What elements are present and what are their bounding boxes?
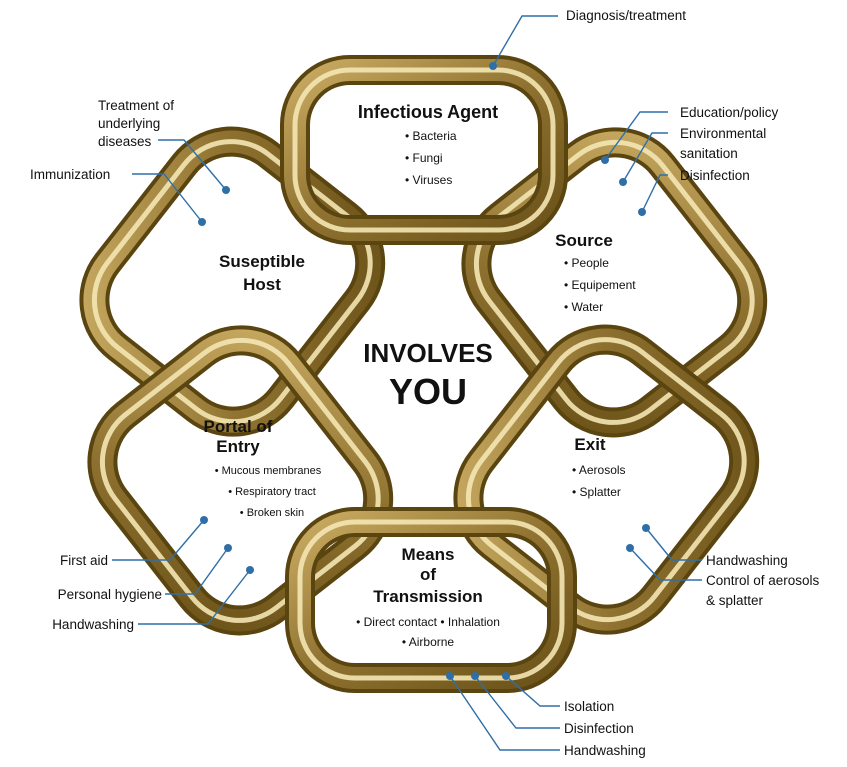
- means-title-line: of: [420, 565, 436, 584]
- link-means-of-transmission: [285, 507, 577, 693]
- callout-disinfection: Disinfection: [680, 168, 750, 183]
- callout-environmental-sanitation: Environmental: [680, 126, 766, 141]
- link-exit: [453, 324, 760, 635]
- leader-line: [165, 547, 229, 595]
- leader-line: [645, 527, 702, 561]
- leader-dot: [446, 672, 454, 680]
- host-title-line: Host: [243, 275, 281, 294]
- leader-dot: [222, 186, 230, 194]
- means-item: • Airborne: [402, 635, 455, 649]
- callout-control-of-aerosols: & splatter: [706, 593, 764, 608]
- portal-text: Portal of Entry • Mucous membranes • Res…: [204, 417, 322, 519]
- leader-line: [449, 675, 560, 751]
- source-item: • People: [564, 256, 609, 270]
- infectious-agent-item: • Bacteria: [405, 129, 457, 143]
- leader-line: [604, 111, 668, 161]
- host-title-line: Suseptible: [219, 252, 305, 271]
- leader-line: [474, 675, 560, 729]
- leader-dot: [471, 672, 479, 680]
- leader-line: [132, 173, 203, 223]
- callout-immunization: Immunization: [30, 167, 110, 182]
- leader-line: [629, 547, 702, 581]
- infectious-agent-item: • Fungi: [405, 151, 443, 165]
- leader-line: [492, 15, 558, 67]
- means-text: Means of Transmission • Direct contact •…: [356, 545, 500, 649]
- leader-dot: [619, 178, 627, 186]
- callout-treatment-of-underlying-diseases: diseases: [98, 134, 152, 149]
- callout-isolation: Isolation: [564, 699, 614, 714]
- source-title: Source: [555, 231, 613, 250]
- link-infectious-agent: [280, 55, 568, 245]
- callout-first-aid: First aid: [60, 553, 108, 568]
- callout-handwashing: Handwashing: [706, 553, 788, 568]
- callout-environmental-sanitation: sanitation: [680, 146, 738, 161]
- leader-line: [622, 132, 668, 183]
- center-line-2: YOU: [389, 371, 467, 412]
- exit-text: Exit • Aerosols • Splatter: [572, 435, 626, 499]
- exit-item: • Splatter: [572, 485, 621, 499]
- leader-line: [505, 675, 560, 707]
- leader-dot: [200, 516, 208, 524]
- callout-education-policy: Education/policy: [680, 105, 779, 120]
- callout-personal-hygiene: Personal hygiene: [58, 587, 162, 602]
- chain-links: [79, 55, 768, 693]
- infectious-agent-title: Infectious Agent: [358, 102, 498, 122]
- portal-title-line: Entry: [216, 437, 260, 456]
- callout-control-of-aerosols: Control of aerosols: [706, 573, 820, 588]
- infectious-agent-text: Infectious Agent • Bacteria • Fungi • Vi…: [358, 102, 498, 187]
- leader-dot: [198, 218, 206, 226]
- leader-dot: [601, 156, 609, 164]
- callouts: Diagnosis/treatment Education/policy Env…: [30, 8, 820, 758]
- source-text: Source • People • Equipement • Water: [555, 231, 636, 314]
- leader-line: [138, 569, 251, 625]
- center-line-1: INVOLVES: [363, 338, 493, 368]
- leader-dot: [489, 62, 497, 70]
- center-label: INVOLVES YOU: [363, 338, 493, 412]
- leader-dot: [626, 544, 634, 552]
- leader-lines: [112, 15, 702, 751]
- means-title-line: Transmission: [373, 587, 483, 606]
- callout-diagnosis-treatment: Diagnosis/treatment: [566, 8, 686, 23]
- source-item: • Equipement: [564, 278, 636, 292]
- callout-treatment-of-underlying-diseases: Treatment of: [98, 98, 174, 113]
- callout-disinfection: Disinfection: [564, 721, 634, 736]
- exit-title: Exit: [574, 435, 606, 454]
- callout-treatment-of-underlying-diseases: underlying: [98, 116, 160, 131]
- leader-line: [641, 174, 668, 213]
- leader-line: [112, 519, 205, 561]
- infectious-agent-item: • Viruses: [405, 173, 452, 187]
- link-susceptible-host: [79, 126, 386, 437]
- leader-dot: [246, 566, 254, 574]
- source-item: • Water: [564, 300, 603, 314]
- portal-title-line: Portal of: [204, 417, 273, 436]
- leader-dot: [642, 524, 650, 532]
- callout-handwashing: Handwashing: [52, 617, 134, 632]
- leader-line: [158, 139, 227, 191]
- leader-dot: [638, 208, 646, 216]
- portal-item: • Broken skin: [240, 507, 304, 519]
- portal-item: • Respiratory tract: [228, 486, 316, 498]
- portal-item: • Mucous membranes: [215, 465, 322, 477]
- leader-dots: [198, 62, 650, 680]
- link-portal-of-entry: [87, 325, 394, 636]
- leader-dot: [502, 672, 510, 680]
- means-title-line: Means: [402, 545, 455, 564]
- exit-item: • Aerosols: [572, 463, 626, 477]
- host-text: Suseptible Host: [219, 252, 305, 294]
- callout-handwashing: Handwashing: [564, 743, 646, 758]
- leader-dot: [224, 544, 232, 552]
- means-item: • Direct contact • Inhalation: [356, 615, 500, 629]
